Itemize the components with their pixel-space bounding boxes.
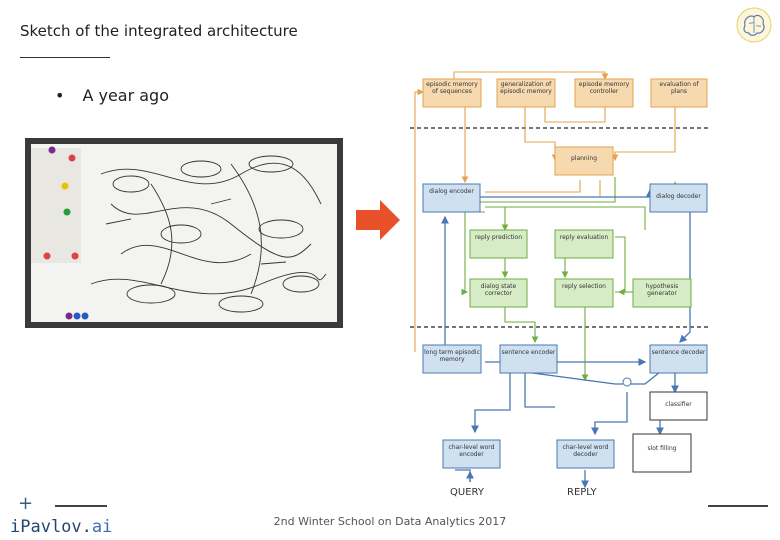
box-classifier: classifier [649, 391, 708, 421]
box-long-term-memory: long term episodic memory [422, 344, 482, 374]
footer-event-text: 2nd Winter School on Data Analytics 2017 [273, 515, 507, 528]
box-slot-filling-label: slot filling [647, 445, 677, 452]
box-dialog-encoder-label: dialog encoder [429, 188, 474, 195]
box-reply-evaluation: reply evaluation [554, 229, 614, 259]
box-dialog-state-corrector: dialog state corrector [469, 278, 528, 308]
box-episodic-memory-label: episodic memory of sequences [426, 81, 478, 95]
box-planning-label: planning [570, 155, 598, 162]
box-sentence-decoder-label: sentence decoder [651, 349, 706, 356]
box-sentence-encoder-label: sentence encoder [501, 349, 556, 356]
box-char-word-encoder: char-level word encoder [442, 439, 501, 469]
combine-node [622, 377, 632, 387]
box-dialog-encoder: dialog encoder [422, 183, 481, 213]
box-char-word-decoder: char-level word decoder [556, 439, 615, 469]
box-hypothesis-generator: hypothesis generator [632, 278, 692, 308]
whiteboard-magnets [43, 146, 89, 320]
architecture-diagram: episodic memory of sequences generalizat… [410, 71, 710, 498]
box-hypothesis-generator-label: hypothesis generator [645, 283, 679, 297]
arrow-right-icon [356, 200, 400, 240]
whiteboard-surface [31, 144, 337, 322]
whiteboard-sketch [90, 155, 327, 313]
footer-logo: iPavlov.ai [10, 517, 112, 537]
box-reply-selection-label: reply selection [562, 283, 606, 290]
footer-divider-right [708, 505, 768, 507]
title-underline [20, 57, 110, 58]
box-classifier-label: classifier [665, 401, 692, 408]
box-planning: planning [554, 146, 614, 176]
footer-logo-ai: ai [91, 517, 113, 537]
box-char-word-decoder-label: char-level word decoder [562, 444, 609, 458]
box-generalization: generalization of episodic memory [496, 78, 556, 108]
box-dialog-decoder-label: dialog decoder [656, 193, 701, 200]
box-reply-evaluation-label: reply evaluation [559, 234, 609, 241]
box-long-term-memory-label: long term episodic memory [424, 349, 480, 363]
box-sentence-decoder: sentence decoder [649, 344, 708, 374]
footer-logo-main: iPavlov. [10, 517, 92, 537]
arrow-right-shape [356, 200, 400, 240]
query-label: QUERY [450, 487, 485, 498]
whiteboard-notes-paper [31, 148, 81, 263]
box-sentence-encoder: sentence encoder [499, 344, 558, 374]
box-episode-controller-label: episode memory controller [578, 81, 630, 95]
reply-label: REPLY [567, 487, 598, 498]
box-dialog-state-corrector-label: dialog state corrector [480, 283, 517, 297]
footer-divider-left [55, 505, 107, 507]
box-reply-prediction: reply prediction [469, 229, 528, 259]
bullet-dot-icon: • [55, 86, 65, 105]
box-reply-selection: reply selection [554, 278, 614, 308]
box-episode-controller: episode memory controller [574, 78, 634, 108]
box-episodic-memory: episodic memory of sequences [422, 78, 482, 108]
bullet-text: A year ago [82, 86, 169, 105]
box-evaluation: evaluation of plans [650, 78, 708, 108]
plus-icon: + [18, 493, 34, 514]
whiteboard-photo [25, 138, 343, 328]
box-char-word-encoder-label: char-level word encoder [448, 444, 495, 458]
slide-title: Sketch of the integrated architecture [20, 22, 298, 40]
brain-logo-icon [736, 7, 772, 43]
box-reply-prediction-label: reply prediction [474, 234, 523, 241]
box-evaluation-label: evaluation of plans [659, 81, 699, 95]
box-dialog-decoder: dialog decoder [649, 183, 708, 213]
box-generalization-label: generalization of episodic memory [500, 81, 552, 95]
box-slot-filling: slot filling [632, 433, 692, 473]
bullet-item: • A year ago [55, 86, 169, 105]
